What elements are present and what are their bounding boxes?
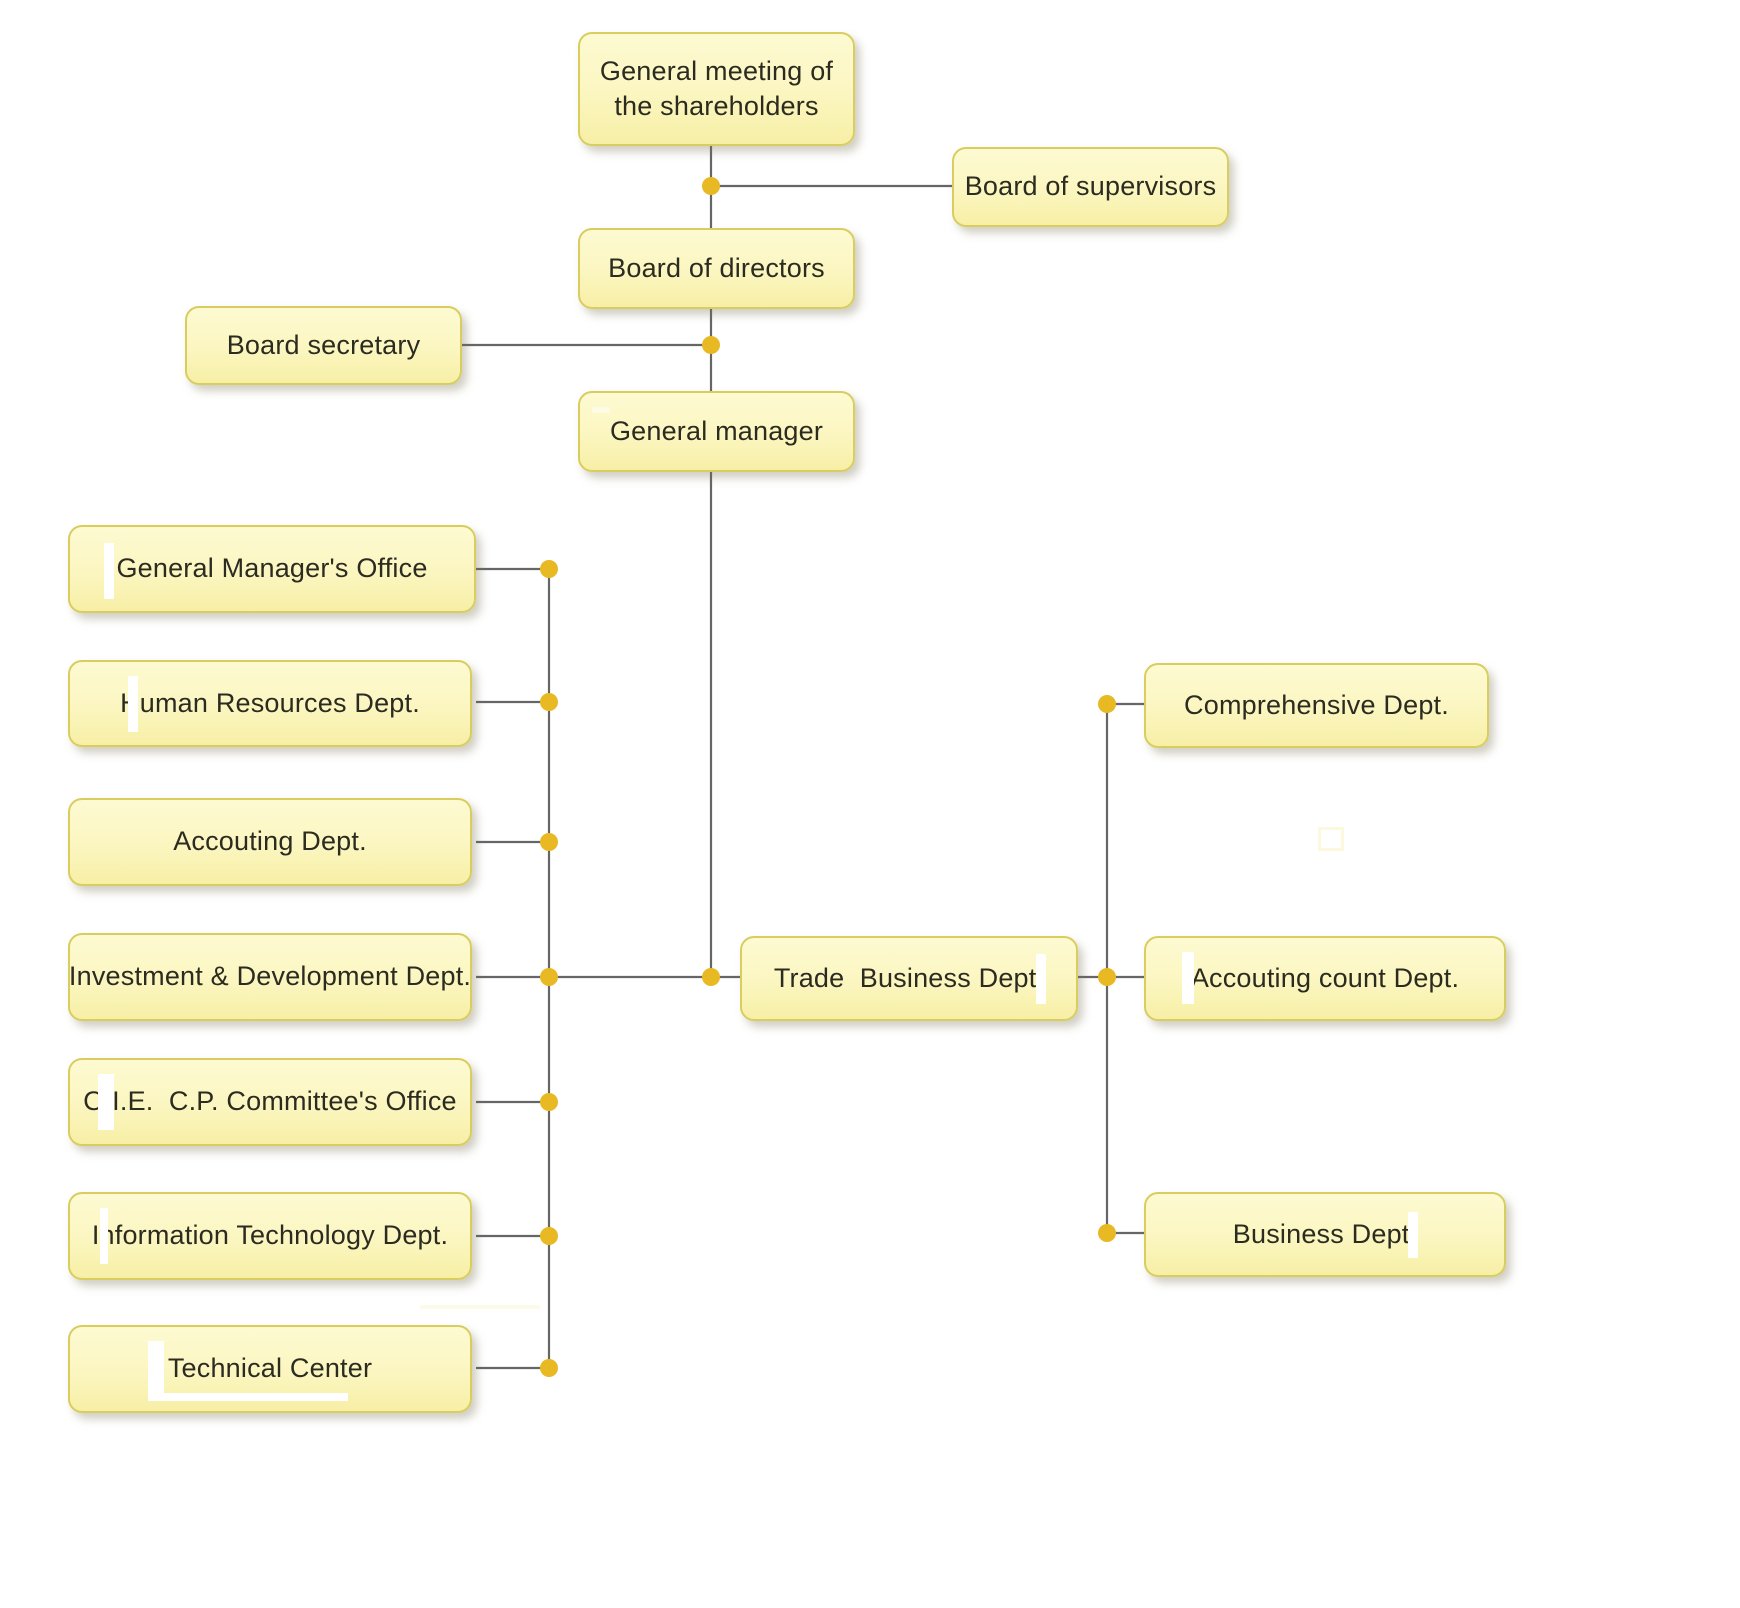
connector-dot-left-4 <box>540 1093 558 1111</box>
node-label: Trade Business Dept. <box>773 962 1045 993</box>
node-label: Board of supervisors <box>964 171 1217 202</box>
node-board-secretary[interactable]: Board secretary <box>185 306 462 385</box>
render-artifact-bar <box>148 1393 348 1401</box>
node-business-dept[interactable]: Business Dept. <box>1144 1192 1506 1277</box>
node-label: Board of directors <box>608 252 825 283</box>
connector-dot-supervisors <box>702 177 720 195</box>
connector-dot-right-2 <box>1098 1224 1116 1242</box>
node-oie-cp-committees-office[interactable]: O.I.E. C.P. Committee's Office <box>68 1058 472 1146</box>
connector-dot-left-1 <box>540 693 558 711</box>
connector-dot-left-0 <box>540 560 558 578</box>
node-label: Investment & Development Dept. <box>68 961 472 992</box>
node-label: General meeting of the shareholders <box>599 55 834 121</box>
connector-dot-right-0 <box>1098 695 1116 713</box>
render-artifact-bar <box>104 543 114 599</box>
node-investment-development-dept[interactable]: Investment & Development Dept. <box>68 933 472 1021</box>
node-general-manager[interactable]: General manager <box>578 391 855 472</box>
node-label: Comprehensive Dept. <box>1184 689 1449 720</box>
node-general-meeting-of-shareholders[interactable]: General meeting of the shareholders <box>578 32 855 146</box>
connector-dot-left-2 <box>540 833 558 851</box>
connector-dot-secretary <box>702 336 720 354</box>
node-board-of-supervisors[interactable]: Board of supervisors <box>952 147 1229 227</box>
node-trade-business-dept[interactable]: Trade Business Dept. <box>740 936 1078 1021</box>
connector-dot-left-5 <box>540 1227 558 1245</box>
node-label: Accouting count Dept. <box>1190 962 1460 993</box>
faint-render-mark <box>420 1305 540 1309</box>
node-information-technology-dept[interactable]: Information Technology Dept. <box>68 1192 472 1280</box>
node-technical-center[interactable]: Technical Center <box>68 1325 472 1413</box>
node-label: Information Technology Dept. <box>91 1220 449 1251</box>
node-general-managers-office[interactable]: General Manager's Office <box>68 525 476 613</box>
connector-dot-left-3 <box>540 968 558 986</box>
render-artifact-bar <box>592 407 610 413</box>
node-label: Human Resources Dept. <box>120 687 420 718</box>
node-comprehensive-dept[interactable]: Comprehensive Dept. <box>1144 663 1489 748</box>
connector-dot-left-6 <box>540 1359 558 1377</box>
node-label: Technical Center <box>167 1353 373 1384</box>
node-label: General Manager's Office <box>116 553 428 584</box>
node-label: Business Dept. <box>1232 1218 1418 1249</box>
node-board-of-directors[interactable]: Board of directors <box>578 228 855 309</box>
node-accouting-dept[interactable]: Accouting Dept. <box>68 798 472 886</box>
connector-dot-main-junction <box>702 968 720 986</box>
faint-render-mark <box>1318 827 1344 851</box>
node-label: Accouting Dept. <box>173 826 367 857</box>
render-artifact-bar <box>148 1341 164 1399</box>
node-human-resources-dept[interactable]: Human Resources Dept. <box>68 660 472 747</box>
node-label: Board secretary <box>226 329 421 360</box>
node-label: O.I.E. C.P. Committee's Office <box>83 1086 457 1117</box>
connector-dot-right-1 <box>1098 968 1116 986</box>
node-accouting-count-dept[interactable]: Accouting count Dept. <box>1144 936 1506 1021</box>
node-label: General manager <box>609 415 824 446</box>
